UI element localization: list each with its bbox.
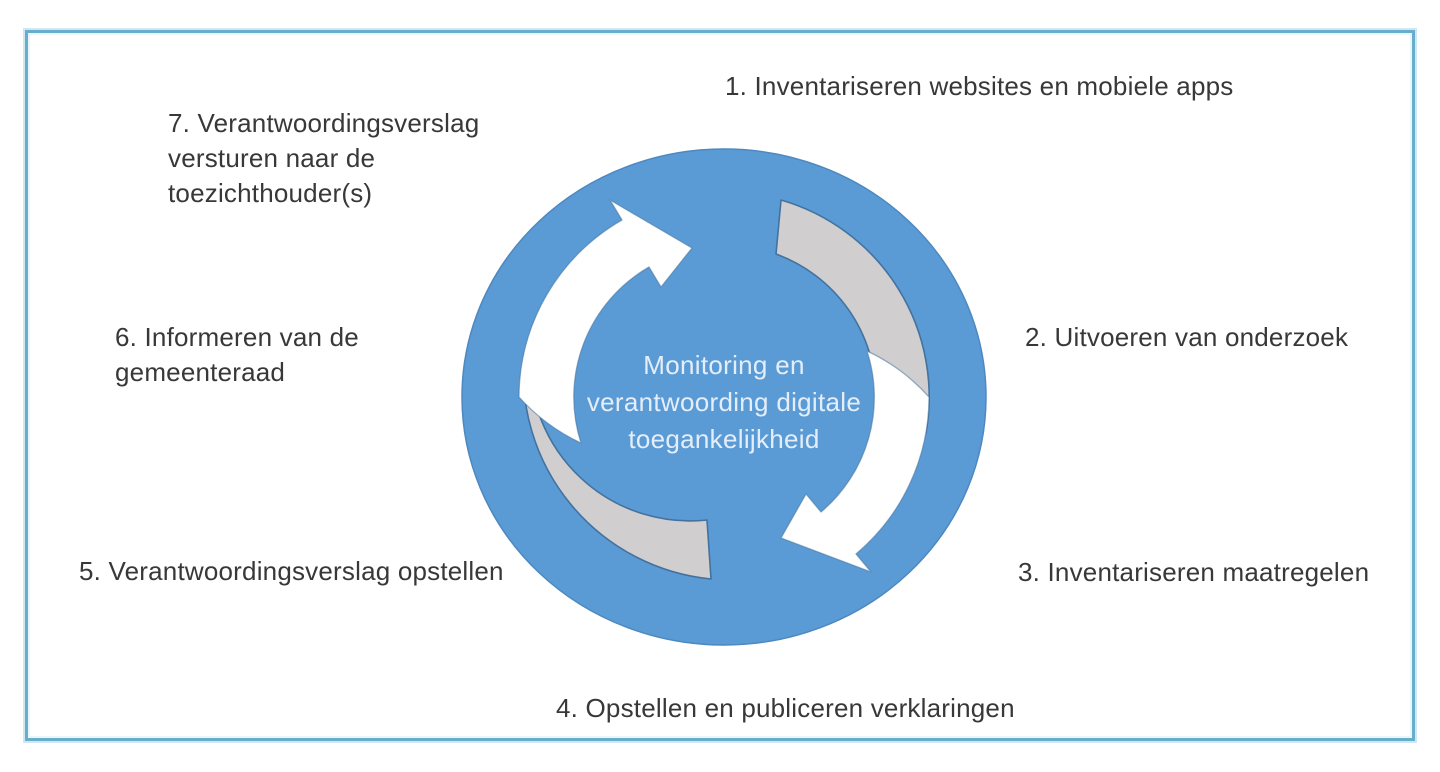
white-arrow-top xyxy=(518,199,693,444)
white-arrow-bottom xyxy=(780,350,930,573)
cycle-graphic xyxy=(461,148,987,646)
cycle-center-label: Monitoring en verantwoording digitale to… xyxy=(586,350,862,454)
step-label-2: 2. Uitvoeren van onderzoek xyxy=(1025,322,1349,352)
step-label-1: 1. Inventariseren websites en mobiele ap… xyxy=(725,71,1234,101)
diagram-canvas: 1. Inventariseren websites en mobiele ap… xyxy=(25,30,1415,741)
step-label-4: 4. Opstellen en publiceren verklaringen xyxy=(556,693,1015,723)
step-label-6: 6. Informeren van de gemeenteraad xyxy=(115,322,359,387)
step-label-7: 7. Verantwoordingsverslag versturen naar… xyxy=(168,108,480,208)
step-label-3: 3. Inventariseren maatregelen xyxy=(1018,557,1370,587)
step-label-5: 5. Verantwoordingsverslag opstellen xyxy=(79,556,504,586)
